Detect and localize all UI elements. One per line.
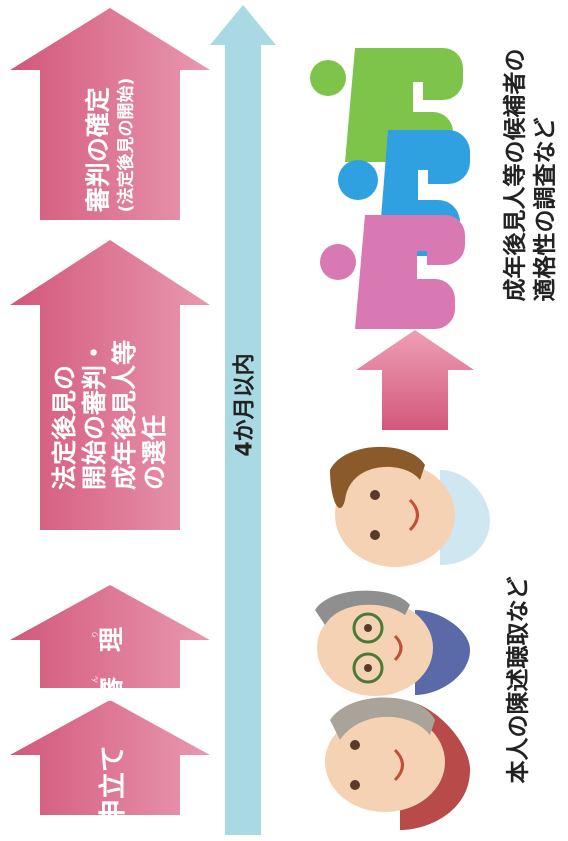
transition-arrow	[356, 330, 474, 430]
timeline-label: 4か月以内	[233, 353, 258, 457]
person-young-man-icon	[330, 446, 490, 567]
person-elderly-man-icon	[315, 590, 470, 696]
timeline-arrow	[210, 5, 276, 835]
step-2-label: 審 理しん り	[91, 626, 127, 702]
step-3-label: 法定後見の 開始の審判・ 成年後見人等 の選任	[50, 339, 170, 491]
caption-candidate-check: 成年後見人等の候補者の 適格性の調査など	[502, 48, 558, 302]
step-arrow-4	[10, 8, 210, 220]
step-4-label: 審判の確定 (法定後見の開始)	[82, 77, 136, 213]
step-arrow-2	[10, 585, 210, 688]
step-arrow-1	[10, 700, 210, 815]
step-arrow-3	[10, 240, 210, 530]
person-elderly-woman-icon	[325, 697, 470, 830]
candidate-person-pink	[320, 215, 465, 329]
step-1-label: 申立て	[97, 744, 129, 826]
caption-interview: 本人の陳述聴取など	[505, 576, 531, 784]
